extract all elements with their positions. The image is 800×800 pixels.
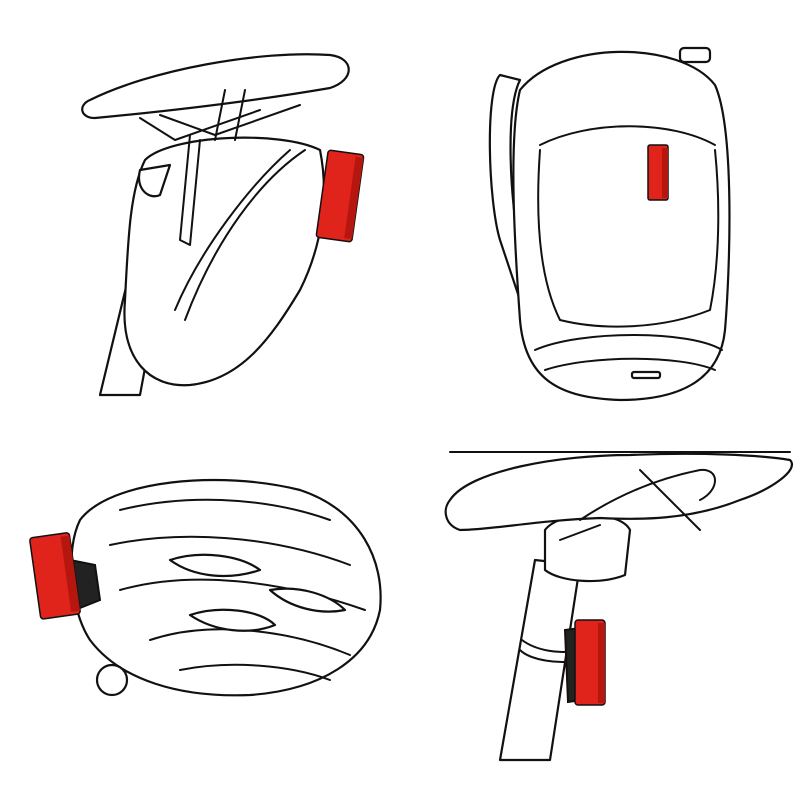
helmet-vent-3: [188, 608, 277, 632]
helmet-vent-1: [168, 553, 262, 578]
helmet-dial: [95, 663, 129, 697]
helmet-shell: [70, 478, 382, 697]
bag-zipper: [174, 149, 306, 321]
helmet-light: [29, 532, 81, 620]
saddle-bag: [123, 136, 325, 387]
backpack-handle: [678, 46, 712, 64]
bag-strap: [179, 89, 246, 246]
backpack-bottom: [534, 334, 723, 371]
backpack-body: [512, 50, 731, 402]
saddle: [444, 452, 793, 532]
saddle-bag-panel: [81, 53, 365, 397]
backpack-panel-seam: [537, 149, 720, 328]
seatpost-light: [574, 619, 606, 706]
saddle-rails: [559, 468, 716, 541]
saddle-bag-light: [315, 149, 365, 243]
seatpost-clamp: [543, 514, 632, 583]
backpack-flap: [539, 125, 716, 146]
helmet-vent-2: [268, 587, 347, 613]
bottle: [137, 163, 172, 198]
seatpost-panel: [444, 451, 793, 762]
saddle: [81, 53, 350, 120]
helmet-vents: [109, 498, 366, 681]
backpack-light: [647, 144, 669, 201]
helmet-panel: [29, 478, 382, 697]
backpack-panel: [488, 46, 731, 402]
backpack-logo-tab: [630, 370, 662, 380]
